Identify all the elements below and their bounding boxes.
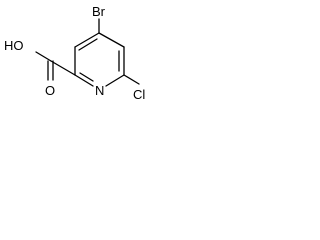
atom-labels: Br HO O N Cl [4, 4, 145, 102]
bond-c2-carboxyl [50, 60, 76, 76]
chlorine-label: Cl [133, 87, 145, 102]
bond-c4-c3-inner [78, 38, 98, 51]
bond-c2-n1 [74, 74, 94, 87]
bond-c2-n1-inner [79, 72, 94, 82]
bond-carboxyl-oh [35, 51, 52, 62]
bond-n1-c6 [105, 74, 125, 87]
bond-c4-c3 [74, 32, 100, 48]
bromine-label: Br [92, 4, 106, 19]
ring-nitrogen-label: N [95, 83, 104, 98]
hydroxyl-label: HO [4, 38, 24, 53]
carbonyl-oxygen-label: O [45, 83, 55, 98]
bond-c5-c4 [98, 32, 125, 48]
bond-c6-cl [123, 74, 140, 85]
structure-canvas: Br HO O N Cl [4, 4, 145, 102]
bonds [35, 18, 140, 87]
